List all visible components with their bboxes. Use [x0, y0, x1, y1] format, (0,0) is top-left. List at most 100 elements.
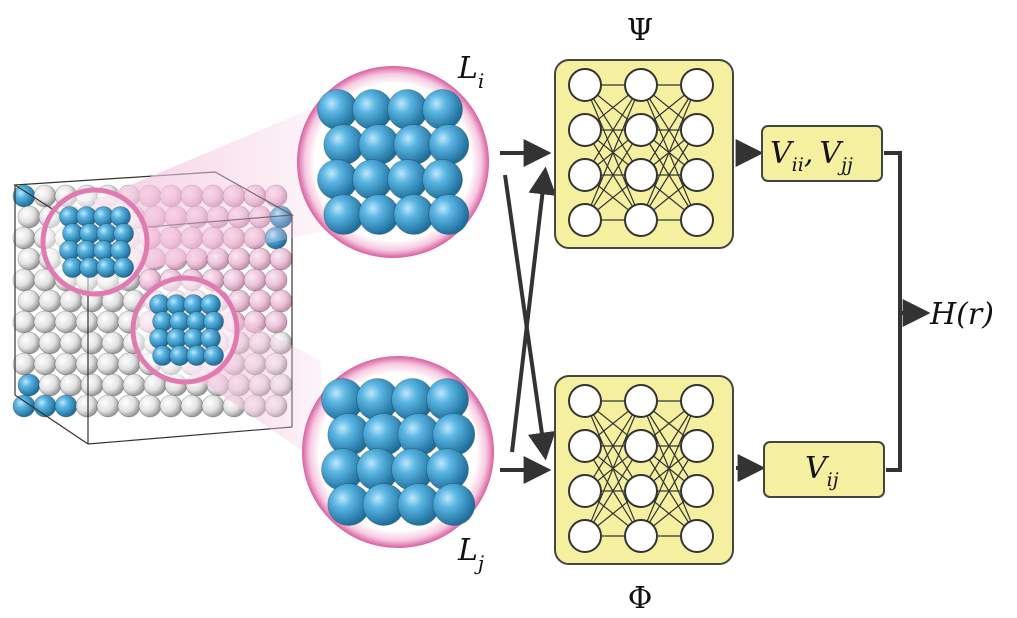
network-node — [680, 158, 714, 192]
network-node — [680, 519, 714, 553]
box-atom — [38, 289, 62, 313]
cluster-atom — [393, 124, 435, 165]
box-atom — [117, 394, 141, 418]
cluster-atom — [323, 194, 365, 235]
network-edge — [640, 84, 698, 221]
box-atom — [54, 394, 78, 418]
box-atom — [101, 373, 125, 397]
network-edge — [640, 400, 698, 492]
box-atom — [75, 310, 99, 334]
cluster-atom — [203, 345, 224, 366]
label-cluster-j: Lj — [457, 533, 484, 575]
network-edge — [640, 129, 698, 221]
network-node — [680, 203, 714, 237]
box-atom — [12, 268, 36, 292]
box-atom — [80, 331, 104, 355]
label-psi: Ψ — [627, 13, 653, 48]
network-node — [680, 384, 714, 418]
cluster-zoom-j — [302, 356, 494, 548]
box-atom — [12, 226, 36, 250]
network-edge — [584, 400, 642, 492]
cluster-atom — [387, 159, 428, 200]
onsite-box: Vii,Vjj — [761, 125, 883, 182]
cluster-atom — [113, 223, 134, 244]
network-node — [568, 68, 602, 102]
box-atom — [33, 352, 57, 376]
combine-bracket — [884, 151, 931, 472]
box-atom — [96, 310, 120, 334]
box-atom — [75, 352, 99, 376]
cluster-atom — [422, 89, 463, 130]
box-atom — [96, 394, 120, 418]
box-atom — [101, 331, 125, 355]
cluster-atom — [323, 124, 365, 165]
box-atom — [264, 268, 288, 292]
network-edge — [640, 445, 698, 537]
box-atom — [269, 247, 293, 271]
cluster-atom — [110, 206, 131, 227]
network-node — [624, 203, 658, 237]
network-phi — [554, 375, 734, 565]
cluster-atom — [422, 159, 463, 200]
cluster-atom — [387, 89, 428, 130]
box-atom — [17, 331, 41, 355]
network-output-arrows — [735, 139, 766, 482]
network-node — [568, 429, 602, 463]
cluster-atom — [317, 89, 358, 130]
box-atom — [17, 289, 41, 313]
box-atom — [264, 310, 288, 334]
cluster-atom — [352, 159, 393, 200]
box-atom — [243, 268, 267, 292]
network-node — [624, 384, 658, 418]
box-atom — [180, 394, 204, 418]
box-atom — [17, 247, 41, 271]
network-node — [680, 429, 714, 463]
box-atom — [222, 268, 246, 292]
network-edge — [584, 84, 642, 221]
box-atom — [12, 310, 36, 334]
label-cluster-i: Li — [457, 51, 484, 93]
cluster-atom — [428, 194, 470, 235]
cluster-atom — [110, 240, 131, 261]
label-phi: Φ — [628, 581, 653, 616]
input-arrows — [500, 139, 557, 484]
box-atom — [38, 331, 62, 355]
box-atom — [12, 352, 36, 376]
box-atom — [201, 394, 225, 418]
network-psi — [554, 59, 734, 249]
network-node — [624, 113, 658, 147]
cluster-atom — [358, 124, 400, 165]
network-node — [568, 384, 602, 418]
network-node — [568, 474, 602, 508]
cluster-atom — [358, 194, 400, 235]
box-atom — [138, 394, 162, 418]
network-node — [568, 113, 602, 147]
cluster-atom — [393, 194, 435, 235]
box-atom — [17, 373, 41, 397]
cluster-atom — [113, 257, 134, 278]
box-atom — [269, 289, 293, 313]
cluster-atom — [200, 294, 221, 315]
network-edge — [584, 400, 642, 537]
cluster-atom — [203, 311, 224, 332]
cluster-highlight-i — [40, 187, 150, 297]
network-edge — [584, 129, 642, 221]
cluster-atom — [200, 328, 221, 349]
svg-text:Vij: Vij — [805, 451, 839, 491]
box-atom — [159, 394, 183, 418]
network-node — [624, 519, 658, 553]
cluster-atom — [352, 89, 393, 130]
cluster-highlight-j — [130, 275, 240, 385]
box-atom — [59, 331, 83, 355]
network-node — [624, 429, 658, 463]
zoom-cone-top — [95, 105, 330, 280]
network-node — [568, 519, 602, 553]
label-output: H(r) — [929, 297, 994, 332]
cluster-atom — [428, 124, 470, 165]
box-atom — [75, 394, 99, 418]
box-atom — [96, 352, 120, 376]
box-atom — [38, 373, 62, 397]
cluster-atom — [317, 159, 358, 200]
box-atom — [248, 289, 272, 313]
